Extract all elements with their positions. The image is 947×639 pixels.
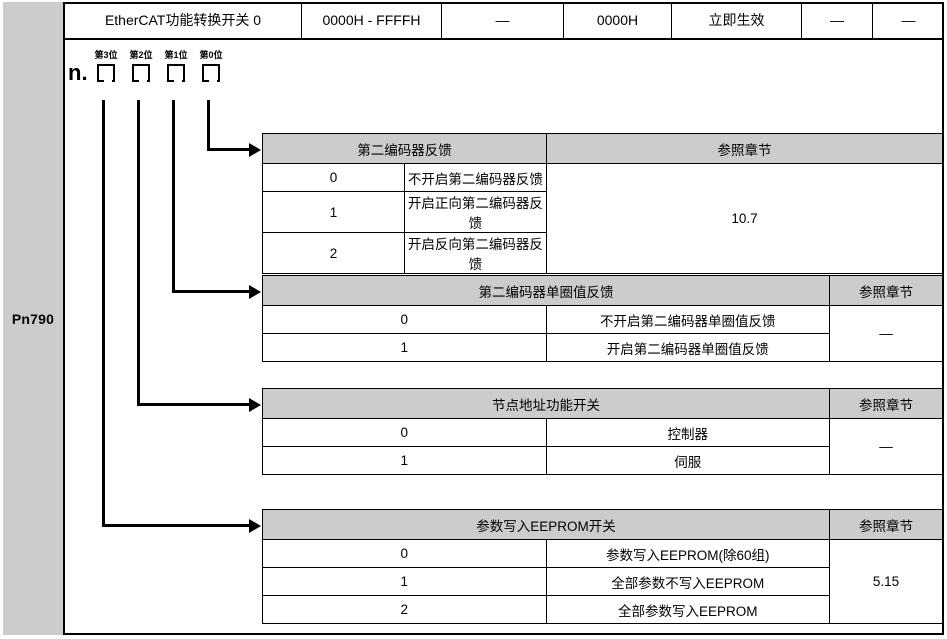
option-description: 不开启第二编码器反馈 (403, 163, 547, 192)
bit-box-1 (167, 64, 185, 82)
option-description: 开启反向第二编码器反馈 (403, 232, 547, 274)
leader-line-bit1-horizontal (172, 290, 251, 293)
option-description: 伺服 (545, 446, 830, 475)
leader-line-bit0-vertical (207, 100, 210, 151)
leader-line-bit2-horizontal (137, 403, 251, 406)
leader-line-bit3-horizontal (102, 524, 251, 527)
table-row: 0 控制器 — (262, 418, 943, 475)
reference-section-value: — (829, 418, 943, 475)
bit-label-0: 第0位 (199, 50, 223, 60)
option-value: 1 (262, 191, 405, 233)
table-row: 0 不开启第二编码器单圈值反馈 — (262, 305, 943, 362)
bit-box-2 (132, 64, 150, 82)
option-description: 不开启第二编码器单圈值反馈 (545, 305, 830, 334)
option-description: 参数写入EEPROM(除60组) (545, 539, 830, 568)
table-row: 1 开启第二编码器单圈值反馈 (262, 333, 943, 362)
option-value: 0 (262, 539, 547, 568)
option-table-second-encoder-feedback: 第二编码器反馈 参照章节 0 不开启第二编码器反馈 10.7 1 开启正向第二编… (262, 133, 944, 274)
leader-arrow-bit2 (249, 397, 261, 412)
option-description: 全部参数不写入EEPROM (545, 567, 830, 596)
parameter-code-column: Pn790 (3, 2, 65, 635)
bit-box-0 (202, 64, 220, 82)
spec-default-value: 0000H (564, 2, 672, 38)
table-row: 0 不开启第二编码器反馈 10.7 (262, 163, 944, 274)
table-reference-header: 参照章节 (829, 275, 943, 306)
bit-box-3 (97, 64, 115, 82)
table-title: 节点地址功能开关 (262, 388, 830, 419)
table-row: 1 伺服 (262, 446, 943, 475)
leader-line-bit3-vertical (102, 100, 105, 527)
bit-label-2: 第2位 (129, 50, 153, 60)
leader-line-bit1-vertical (172, 100, 175, 293)
reference-section-value: — (829, 305, 943, 362)
bit-label-1: 第1位 (164, 50, 188, 60)
option-table-node-address-switch: 节点地址功能开关 参照章节 0 控制器 — 1 伺服 (262, 388, 943, 475)
table-row: 1 开启正向第二编码器反馈 (262, 191, 943, 233)
option-table-second-encoder-single-turn: 第二编码器单圈值反馈 参照章节 0 不开启第二编码器单圈值反馈 — 1 开启第二… (262, 275, 943, 362)
specification-row: EtherCAT功能转换开关 0 0000H - FFFFH — 0000H 立… (65, 2, 944, 40)
spec-extra-column-1: — (802, 2, 873, 38)
spec-extra-column-2: — (901, 12, 916, 28)
table-reference-header: 参照章节 (829, 388, 943, 419)
spec-parameter-name: EtherCAT功能转换开关 0 (65, 2, 302, 38)
table-row: 1 全部参数不写入EEPROM (262, 567, 943, 596)
table-header-row: 第二编码器单圈值反馈 参照章节 (262, 275, 943, 306)
spec-setting-range: 0000H - FFFFH (302, 2, 442, 38)
option-value: 1 (262, 567, 547, 596)
reference-section-value: 10.7 (545, 163, 944, 274)
table-header-row: 第二编码器反馈 参照章节 (262, 133, 944, 164)
option-table-eeprom-write-switch: 参数写入EEPROM开关 参照章节 0 参数写入EEPROM(除60组) 5.1… (262, 509, 943, 624)
option-value: 2 (262, 595, 547, 624)
spec-unit: — (442, 2, 564, 38)
option-value: 0 (262, 418, 547, 447)
option-description: 开启第二编码器单圈值反馈 (545, 333, 830, 362)
table-title: 参数写入EEPROM开关 (262, 509, 830, 540)
table-row: 2 全部参数写入EEPROM (262, 595, 943, 624)
option-value: 0 (262, 305, 547, 334)
parameter-code-label: Pn790 (11, 310, 55, 327)
option-description: 开启正向第二编码器反馈 (403, 191, 547, 233)
table-header-row: 参数写入EEPROM开关 参照章节 (262, 509, 943, 540)
option-description: 控制器 (545, 418, 830, 447)
table-title: 第二编码器单圈值反馈 (262, 275, 830, 306)
option-value: 1 (262, 446, 547, 475)
table-title: 第二编码器反馈 (262, 133, 547, 164)
option-description: 全部参数写入EEPROM (545, 595, 830, 624)
spec-effective-time: 立即生效 (672, 2, 802, 38)
option-value: 2 (262, 232, 405, 274)
option-value: 1 (262, 333, 547, 362)
table-reference-header: 参照章节 (545, 133, 944, 164)
leader-arrow-bit3 (249, 518, 261, 533)
bit-label-3: 第3位 (94, 50, 118, 60)
table-row: 2 开启反向第二编码器反馈 (262, 232, 943, 274)
table-row: 0 参数写入EEPROM(除60组) 5.15 (262, 539, 943, 624)
table-reference-header: 参照章节 (829, 509, 943, 540)
option-value: 0 (262, 163, 405, 192)
leader-line-bit0-horizontal (207, 148, 251, 151)
table-header-row: 节点地址功能开关 参照章节 (262, 388, 943, 419)
leader-arrow-bit1 (249, 284, 261, 299)
bit-prefix-label: n. (68, 60, 88, 85)
reference-section-value: 5.15 (829, 539, 943, 624)
leader-line-bit2-vertical (137, 100, 140, 406)
bit-field-diagram: n. 第3位 第2位 第1位 第0位 (65, 44, 285, 106)
leader-arrow-bit0 (249, 142, 261, 157)
